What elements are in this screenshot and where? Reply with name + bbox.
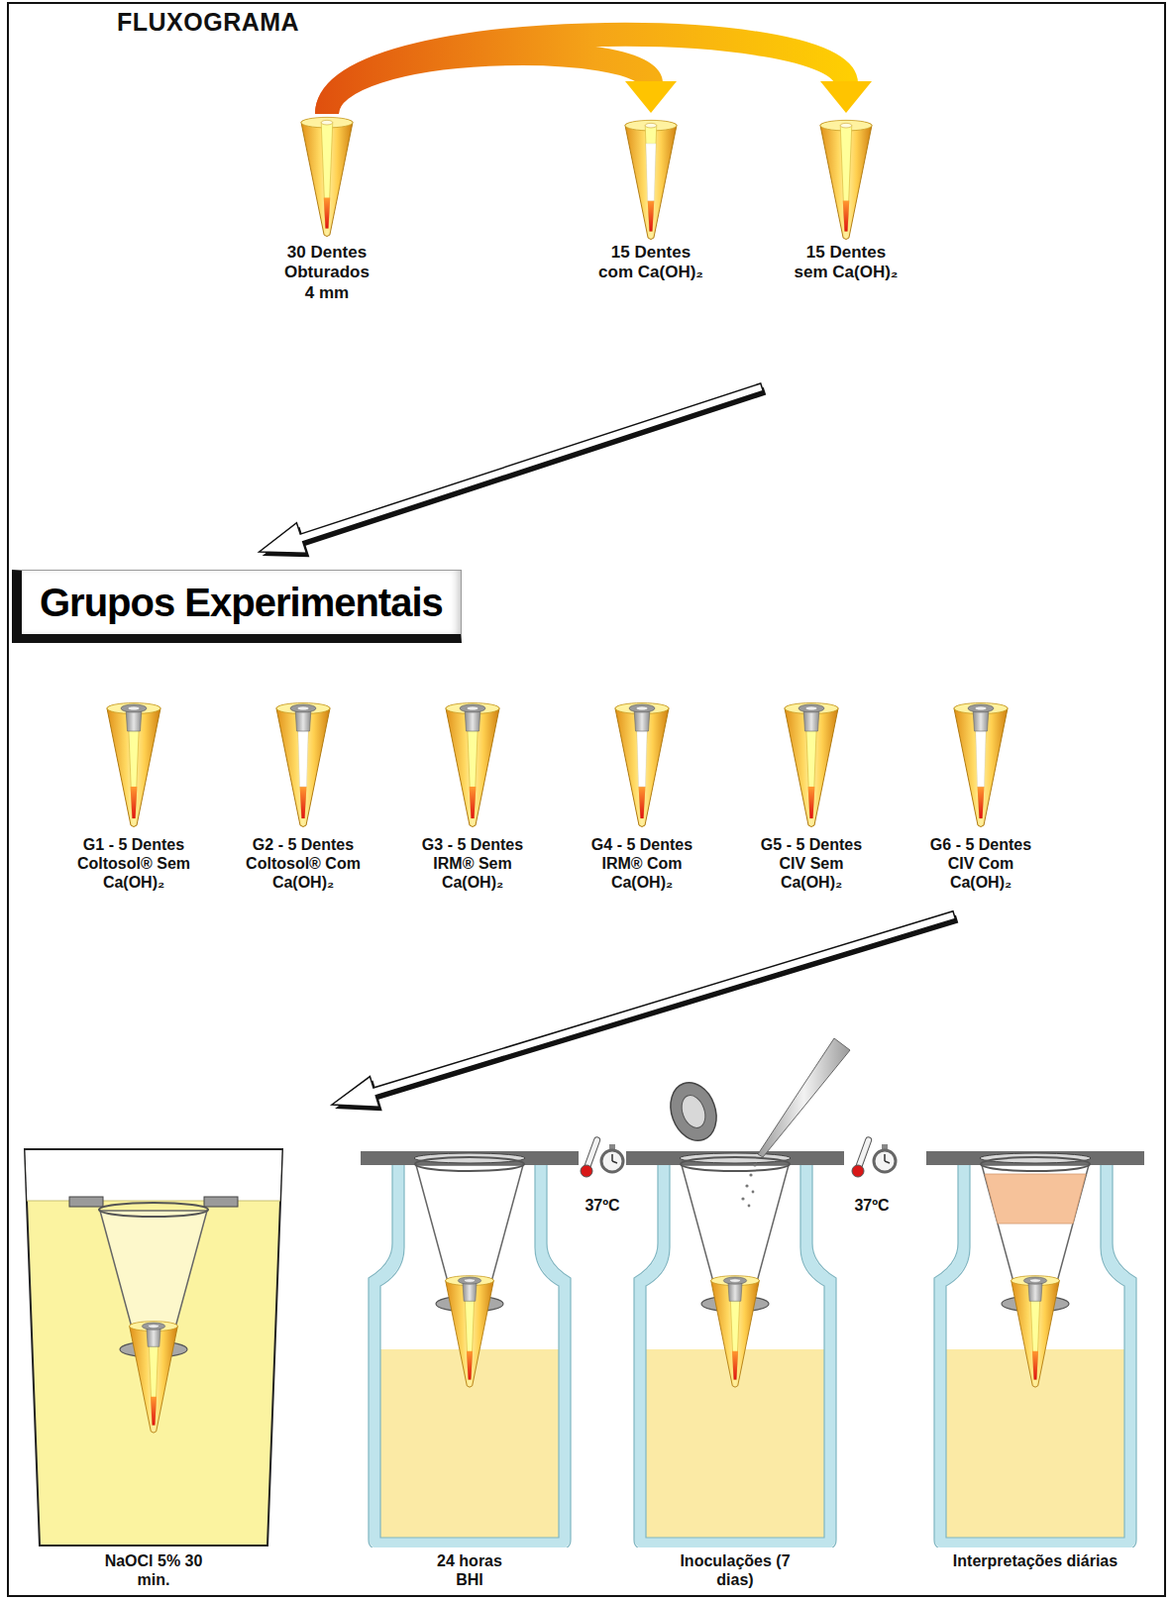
incubation-icons	[580, 1136, 896, 1177]
incubation-icons-part	[851, 1165, 864, 1177]
node-label: 15 Dentes sem Ca(OH)₂	[789, 242, 904, 284]
incubation-icons-part	[881, 1144, 888, 1150]
curved-arrow	[326, 53, 677, 114]
vial-scene-part	[680, 1157, 790, 1387]
group-node: G3 - 5 Dentes IRM® Sem Ca(OH)₂	[389, 699, 556, 893]
step-node: NaOCl 5% 30 min.	[34, 1139, 273, 1590]
incubation-icons-part	[601, 1144, 624, 1172]
vial-scene-part	[360, 1151, 579, 1550]
vial-scene-part	[980, 1157, 1090, 1387]
arrow-head	[820, 81, 872, 113]
beaker-scene-part	[204, 1196, 238, 1207]
arrow-shaft	[326, 53, 651, 114]
step-node: Inoculações (7 dias)	[626, 1139, 845, 1590]
incubation-icons-part	[873, 1150, 896, 1172]
step-node: 24 horas BHI	[360, 1139, 579, 1590]
beaker-scene-part	[99, 1202, 209, 1433]
incubation-icons-part	[883, 1154, 886, 1162]
incubation-icons-part	[609, 1144, 616, 1150]
beaker-scene	[24, 1149, 283, 1546]
tooth-node: 15 Dentes com Ca(OH)₂	[566, 116, 736, 284]
vial-scene-part	[751, 1190, 755, 1194]
tooth-figures-part	[784, 703, 839, 828]
node-label: G3 - 5 Dentes IRM® Sem Ca(OH)₂	[414, 835, 532, 893]
vial-scene-part	[757, 1038, 851, 1158]
temperature-label: 37ºC	[584, 1196, 620, 1215]
node-label: Inoculações (7 dias)	[678, 1551, 793, 1590]
tooth-node: 30 Dentes Obturados 4 mm	[242, 113, 412, 304]
incubation-icons-part	[851, 1136, 872, 1177]
arrow-body	[326, 899, 959, 1120]
tooth-figures-part	[820, 119, 872, 239]
arrow-shaft	[326, 34, 847, 114]
node-label: G1 - 5 Dentes Coltosol® Sem Ca(OH)₂	[75, 835, 193, 893]
tooth-figures-part	[106, 703, 161, 828]
banner-title: Grupos Experimentais	[21, 570, 461, 635]
tooth-figures-part	[445, 703, 500, 828]
tooth-figures-part	[615, 703, 669, 828]
vial-scene-part	[748, 1172, 752, 1176]
node-label: G5 - 5 Dentes CIV Sem Ca(OH)₂	[752, 835, 870, 893]
curved-arrow	[326, 34, 872, 114]
incubation-icons-part	[873, 1144, 896, 1172]
incubation-icons-part	[612, 1161, 618, 1164]
vial-scene-part	[662, 1075, 725, 1147]
tooth-figures-part	[954, 703, 1008, 828]
incubation-icons-part	[601, 1150, 624, 1172]
incubation-icons-part	[580, 1165, 593, 1177]
arrow-body	[254, 372, 767, 568]
incubation-icons-part	[580, 1136, 601, 1177]
tooth-figures-part	[276, 703, 330, 828]
beaker-scene-part	[24, 1149, 283, 1546]
beaker-scene-part	[69, 1196, 104, 1207]
group-node: G2 - 5 Dentes Coltosol® Com Ca(OH)₂	[219, 699, 387, 893]
node-label: 15 Dentes com Ca(OH)₂	[594, 242, 709, 284]
vial-scene-part	[752, 1163, 756, 1167]
node-label: Interpretações diárias	[924, 1551, 1148, 1571]
node-label: 30 Dentes Obturados 4 mm	[277, 242, 377, 304]
incubation-icons-part	[884, 1161, 890, 1164]
node-label: G6 - 5 Dentes CIV Com Ca(OH)₂	[922, 835, 1040, 893]
page-title: FLUXOGRAMA	[116, 7, 300, 37]
vial-scene	[360, 1151, 579, 1550]
node-label: NaOCl 5% 30 min.	[94, 1551, 213, 1590]
arrow-head	[625, 81, 677, 113]
tooth-figures	[106, 116, 1008, 827]
group-banner: Grupos Experimentais	[11, 569, 462, 643]
vial-scene	[926, 1151, 1145, 1550]
node-label: 24 horas BHI	[425, 1551, 515, 1590]
beaker-scene-part	[26, 1200, 281, 1202]
vial-scene-part	[926, 1151, 1145, 1550]
group-node: G1 - 5 Dentes Coltosol® Sem Ca(OH)₂	[50, 699, 217, 893]
incubation-icons-part	[611, 1154, 614, 1162]
node-label: G4 - 5 Dentes IRM® Com Ca(OH)₂	[583, 835, 701, 893]
hollow-arrow	[254, 372, 770, 572]
group-node: G5 - 5 Dentes CIV Sem Ca(OH)₂	[728, 699, 895, 893]
vial-scene-part	[741, 1196, 745, 1200]
group-node: G6 - 5 Dentes CIV Com Ca(OH)₂	[897, 699, 1065, 893]
vial-scene-part	[747, 1204, 751, 1208]
vial-scene	[626, 1038, 851, 1550]
vial-scene-part	[677, 1091, 710, 1131]
vial-scene-part	[415, 1157, 525, 1387]
frame	[7, 2, 1166, 1597]
group-node: G4 - 5 Dentes IRM® Com Ca(OH)₂	[558, 699, 726, 893]
hollow-arrow	[326, 899, 961, 1124]
vial-scene-part	[984, 1173, 1086, 1224]
vial-scene-part	[745, 1183, 748, 1187]
step-node: Interpretações diárias	[920, 1139, 1152, 1571]
tooth-figures-part	[301, 116, 353, 236]
tooth-figures-part	[625, 119, 677, 239]
temperature-label: 37ºC	[853, 1196, 889, 1215]
node-label: G2 - 5 Dentes Coltosol® Com Ca(OH)₂	[244, 835, 362, 893]
beaker-scene-part	[25, 1150, 283, 1201]
vial-scene-part	[626, 1151, 845, 1550]
tooth-node: 15 Dentes sem Ca(OH)₂	[761, 116, 931, 284]
